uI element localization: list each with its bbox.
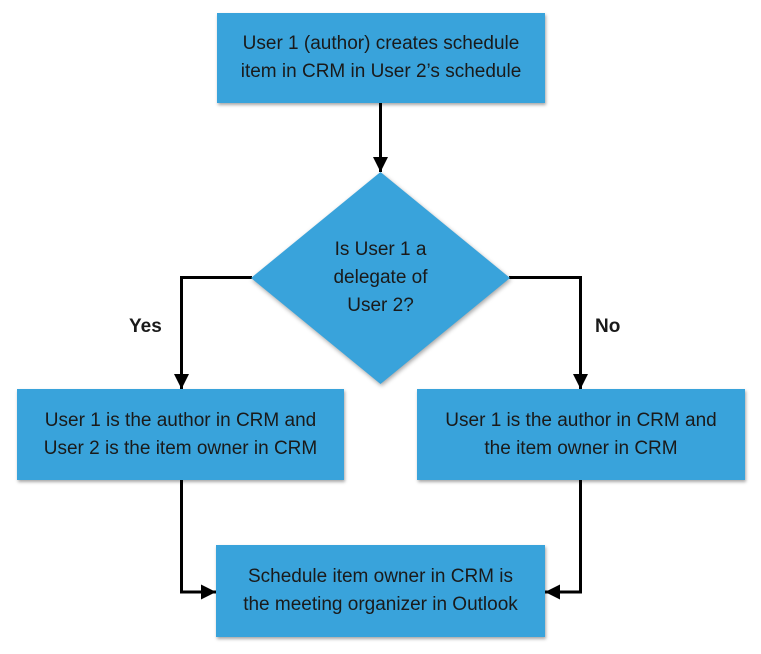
edge-no-to-end (545, 480, 582, 600)
edge-yes-to-end (180, 480, 216, 600)
edge-decision-no (509, 276, 588, 389)
node-outcome-yes: User 1 is the author in CRM and User 2 i… (17, 389, 344, 480)
edge-decision-yes (174, 276, 252, 389)
node-start: User 1 (author) creates schedule item in… (217, 13, 545, 103)
node-outcome-no: User 1 is the author in CRM and the item… (417, 389, 745, 480)
node-end-label: Schedule item owner in CRM is the meetin… (243, 566, 518, 615)
node-decision: Is User 1 a delegate of User 2? (251, 172, 510, 384)
node-start-label: User 1 (author) creates schedule item in… (240, 33, 522, 82)
node-outcome-no-label: User 1 is the author in CRM and the item… (445, 409, 717, 459)
edge-label-no: No (595, 316, 621, 337)
node-outcome-yes-label: User 1 is the author in CRM and User 2 i… (43, 409, 318, 459)
decision-diamond-shape: Is User 1 a delegate of User 2? (251, 172, 510, 384)
node-end: Schedule item owner in CRM is the meetin… (216, 545, 545, 637)
edge-label-yes: Yes (129, 316, 162, 337)
node-decision-label: Is User 1 a delegate of User 2? (333, 239, 428, 316)
